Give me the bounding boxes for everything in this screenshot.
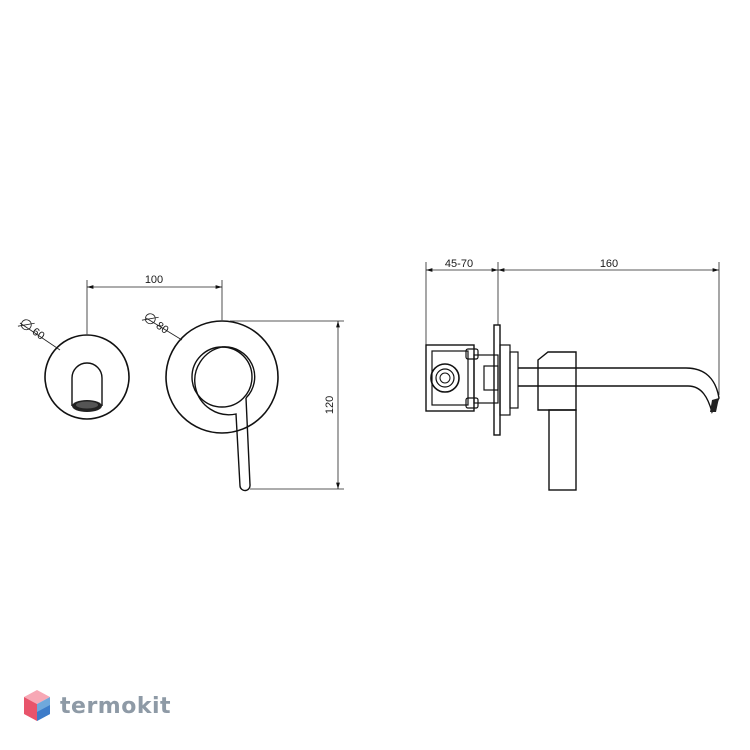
dim-wall-depth-label: 45-70 [445, 258, 473, 270]
dim-160: 160 [498, 258, 719, 272]
wall-plate [483, 324, 519, 436]
spout-rosette [44, 334, 130, 420]
mixer-lever [537, 351, 577, 491]
logo-text: termokit [60, 693, 172, 719]
in-wall-body [425, 344, 499, 412]
mixer-rosette [165, 320, 279, 492]
dim-diameter-80: 80 [154, 320, 171, 337]
side-view: 45-70 160 [425, 258, 720, 491]
termokit-logo: termokit [22, 686, 171, 726]
dim-spacing-label: 100 [145, 274, 163, 286]
dim-height-label: 120 [324, 396, 336, 414]
dim-120: 120 [230, 320, 344, 490]
cube-logo-icon [24, 690, 50, 721]
front-view: 60 80 100 [17, 274, 344, 492]
spout [518, 367, 720, 414]
diameter-60-callout: 60 [17, 319, 61, 351]
dim-100: 100 [86, 274, 223, 334]
diameter-80-callout: 80 [141, 313, 183, 341]
dim-diameter-60: 60 [30, 326, 47, 343]
dim-spout-length-label: 160 [600, 258, 618, 270]
dim-45-70: 45-70 [426, 258, 498, 272]
